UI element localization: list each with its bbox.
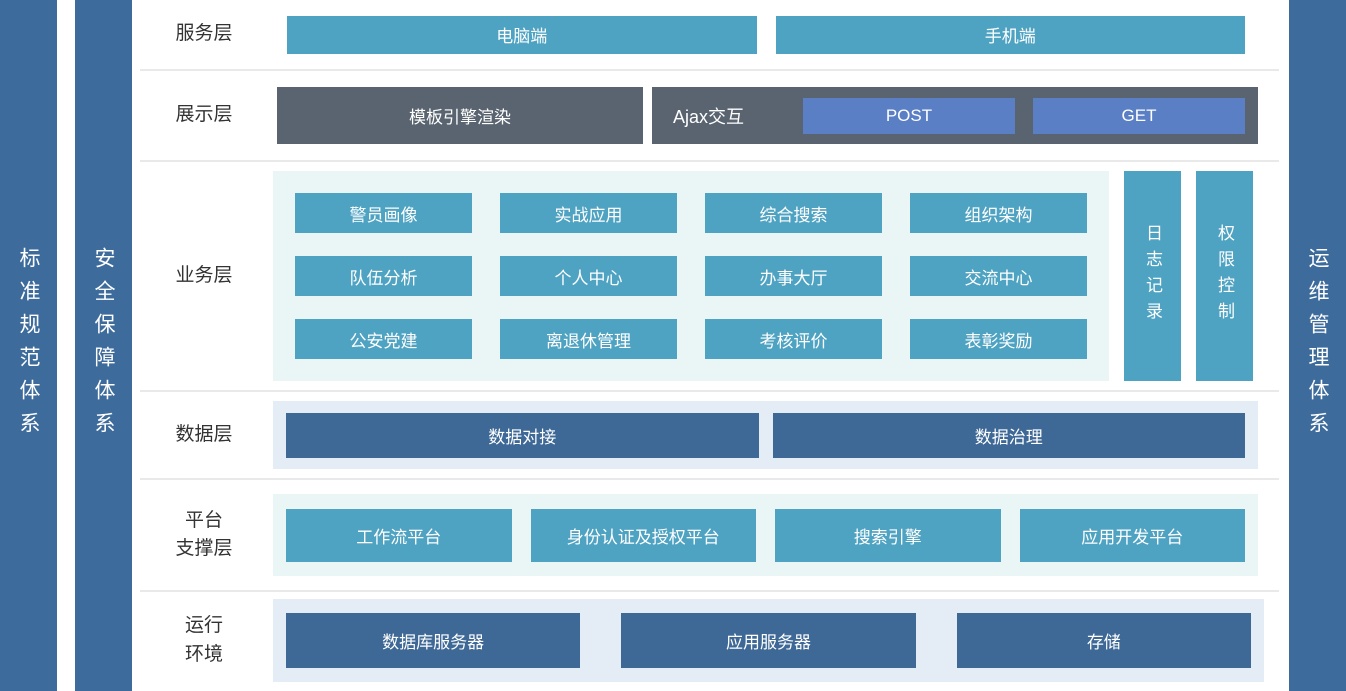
runtime-layer-label: 运行 环境 <box>184 615 223 665</box>
box-database-server: 数据库服务器 <box>286 613 581 668</box>
box-assessment-evaluation: 考核评价 <box>705 319 882 359</box>
business-layer-row: 业务层 警员画像 实战应用 综合搜索 组织架构 队伍分析 个人中心 办事大厅 交… <box>140 162 1279 392</box>
box-post-method: POST <box>803 97 1015 134</box>
box-practical-application: 实战应用 <box>500 193 677 233</box>
presentation-layer-label: 展示层 <box>175 104 233 126</box>
box-get-method: GET <box>1033 97 1245 134</box>
platform-layer-row: 平台 支撑层 工作流平台 身份认证及授权平台 搜索引擎 应用开发平台 <box>140 480 1279 592</box>
box-mobile-client: 手机端 <box>775 15 1245 54</box>
sidebar-operations-label: 运维管理体系 <box>1306 246 1329 445</box>
presentation-layer-content: 模板引擎渲染 Ajax交互 POST GET <box>268 87 1279 144</box>
service-layer-content: 电脑端 手机端 <box>268 15 1279 54</box>
box-pc-client: 电脑端 <box>287 15 757 54</box>
box-workflow-platform: 工作流平台 <box>286 508 512 562</box>
data-layer-panel: 数据对接 数据治理 <box>273 401 1258 469</box>
ajax-label: Ajax交互 <box>673 106 745 127</box>
data-layer-label: 数据层 <box>175 423 233 445</box>
data-layer-row: 数据层 数据对接 数据治理 <box>140 392 1279 480</box>
box-personal-center: 个人中心 <box>500 256 677 296</box>
box-communication-center: 交流中心 <box>910 256 1087 296</box>
box-comprehensive-search: 综合搜索 <box>705 193 882 233</box>
business-layer-label: 业务层 <box>175 264 233 286</box>
layers-area: 服务层 电脑端 手机端 展示层 模板引擎渲染 Ajax交互 POST GET 业… <box>140 0 1279 691</box>
box-party-building: 公安党建 <box>295 319 472 359</box>
box-permission-control: 权限控制 <box>1196 171 1253 381</box>
platform-layer-label: 平台 支撑层 <box>175 509 233 560</box>
box-data-governance: 数据治理 <box>772 412 1245 458</box>
box-template-engine: 模板引擎渲染 <box>277 87 643 144</box>
box-storage: 存储 <box>956 613 1251 668</box>
runtime-layer-panel: 数据库服务器 应用服务器 存储 <box>273 599 1264 682</box>
box-officer-portrait: 警员画像 <box>295 193 472 233</box>
runtime-layer-row: 运行 环境 数据库服务器 应用服务器 存储 <box>140 592 1279 689</box>
ajax-interaction-box: Ajax交互 POST GET <box>652 87 1258 144</box>
box-team-analysis: 队伍分析 <box>295 256 472 296</box>
service-layer-label: 服务层 <box>175 23 233 45</box>
business-modules-panel: 警员画像 实战应用 综合搜索 组织架构 队伍分析 个人中心 办事大厅 交流中心 … <box>273 171 1109 381</box>
sidebar-security-label: 安全保障体系 <box>92 246 115 445</box>
box-data-docking: 数据对接 <box>286 412 759 458</box>
sidebar-standards-label: 标准规范体系 <box>17 246 40 445</box>
box-search-engine: 搜索引擎 <box>775 508 1001 562</box>
service-layer-row: 服务层 电脑端 手机端 <box>140 0 1279 71</box>
platform-layer-content: 工作流平台 身份认证及授权平台 搜索引擎 应用开发平台 <box>268 494 1279 576</box>
box-organization-structure: 组织架构 <box>910 193 1087 233</box>
runtime-layer-content: 数据库服务器 应用服务器 存储 <box>268 599 1279 682</box>
logging-label: 日志记录 <box>1143 224 1162 328</box>
box-logging: 日志记录 <box>1124 171 1181 381</box>
business-layer-content: 警员画像 实战应用 综合搜索 组织架构 队伍分析 个人中心 办事大厅 交流中心 … <box>268 171 1279 381</box>
box-commendation-rewards: 表彰奖励 <box>910 319 1087 359</box>
presentation-layer-row: 展示层 模板引擎渲染 Ajax交互 POST GET <box>140 71 1279 162</box>
platform-layer-panel: 工作流平台 身份认证及授权平台 搜索引擎 应用开发平台 <box>273 494 1258 576</box>
box-application-server: 应用服务器 <box>621 613 916 668</box>
box-retirement-management: 离退休管理 <box>500 319 677 359</box>
data-layer-content: 数据对接 数据治理 <box>268 401 1279 469</box>
box-service-hall: 办事大厅 <box>705 256 882 296</box>
sidebar-gap <box>57 0 75 691</box>
box-identity-auth-platform: 身份认证及授权平台 <box>530 508 756 562</box>
right-gap <box>1279 0 1289 691</box>
box-app-dev-platform: 应用开发平台 <box>1019 508 1245 562</box>
sidebar-standards-system: 标准规范体系 <box>0 0 57 691</box>
sidebar-operations-system: 运维管理体系 <box>1289 0 1346 691</box>
sidebar-security-system: 安全保障体系 <box>75 0 132 691</box>
permission-control-label: 权限控制 <box>1215 224 1234 328</box>
